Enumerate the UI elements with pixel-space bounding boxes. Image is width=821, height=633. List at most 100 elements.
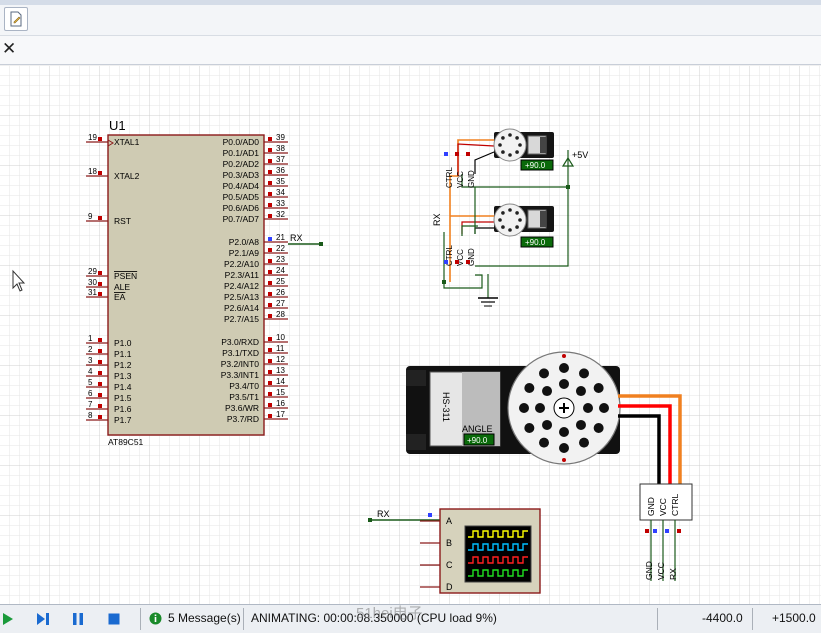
pin-number: 23 (276, 255, 285, 264)
pin-name: P3.5/T1 (229, 392, 259, 402)
pin-number: 14 (276, 377, 285, 386)
pin-number: 18 (88, 167, 97, 176)
horn-hole (501, 136, 505, 140)
pin-marker (268, 237, 272, 241)
stop-icon[interactable] (108, 613, 120, 625)
header-pin-label: VCC (658, 498, 668, 516)
waveform-trace (468, 556, 528, 564)
pin-marker (455, 260, 459, 264)
horn-hole (575, 386, 586, 397)
horn-hole (515, 211, 519, 215)
pin-marker (268, 403, 272, 407)
pin-marker (444, 260, 448, 264)
pin-number: 17 (276, 410, 285, 419)
servo-pin-label: GND (467, 248, 476, 266)
pin-marker (98, 371, 102, 375)
pin-marker (268, 203, 272, 207)
horn-hole (518, 218, 522, 222)
pin-name: P0.7/AD7 (223, 214, 260, 224)
pin-marker (268, 214, 272, 218)
pin-marker (268, 137, 272, 141)
horn-hole (583, 403, 593, 413)
horn-hole (542, 419, 553, 430)
tab-strip: ✕ (0, 36, 821, 65)
servo-motor-1[interactable]: +90.0 (493, 128, 554, 171)
pin-name: EA (114, 292, 126, 302)
horn-hole (559, 443, 569, 453)
message-count[interactable]: 5 Message(s) (168, 611, 241, 625)
servo-2-angle-box (520, 236, 554, 248)
pin-number: 35 (276, 177, 285, 186)
horn-hole (498, 218, 502, 222)
horn-hole (559, 363, 569, 373)
servo-rx-label: RX (432, 213, 442, 226)
close-icon[interactable]: ✕ (2, 39, 17, 59)
pin-name: P0.1/AD1 (223, 148, 260, 158)
pin-number: 21 (276, 233, 285, 242)
play-icon[interactable] (2, 612, 14, 626)
pause-icon[interactable] (72, 612, 84, 626)
edit-document-icon[interactable] (4, 7, 28, 31)
pin-name: P3.7/RD (227, 414, 259, 424)
net-label: RX (668, 568, 678, 580)
pin-marker (268, 370, 272, 374)
servo-2-angle: +90.0 (525, 238, 546, 247)
pin-marker (98, 349, 102, 353)
pin-marker (98, 282, 102, 286)
mouse-cursor-icon (12, 269, 26, 292)
pin-marker (268, 337, 272, 341)
pin-number: 2 (88, 345, 93, 354)
pin-marker (98, 292, 102, 296)
angle-value: +90.0 (467, 436, 488, 445)
watermark: 51hei电子 (356, 605, 423, 622)
horn-hole (575, 419, 586, 430)
component-part: AT89C51 (108, 437, 144, 447)
pin-marker (268, 159, 272, 163)
pin-name: RST (114, 216, 131, 226)
pin-marker (98, 216, 102, 220)
pin-number: 9 (88, 212, 93, 221)
pin-marker (98, 171, 102, 175)
pin-name: P1.0 (114, 338, 132, 348)
pin-marker (268, 392, 272, 396)
pin-name: P3.6/WR (225, 403, 259, 413)
pin-number: 25 (276, 277, 285, 286)
pin-marker (268, 292, 272, 296)
pin-marker (268, 381, 272, 385)
pin-number: 16 (276, 399, 285, 408)
toolbar (0, 5, 821, 36)
simulation-status: ANIMATING: 00:00:08.350000 (CPU load 9%) (251, 611, 497, 625)
pin-marker (444, 152, 448, 156)
pin-name: P0.0/AD0 (223, 137, 260, 147)
servo-model: HS-311 (441, 392, 451, 422)
net-label: VCC (656, 562, 666, 580)
hs311-servo[interactable]: HS-311 ANGLE +90.0 (406, 351, 621, 465)
pin-name: P2.3/A11 (225, 270, 260, 280)
pin-number: 38 (276, 144, 285, 153)
pin-marker (268, 170, 272, 174)
pin-marker (268, 281, 272, 285)
pin-marker (268, 181, 272, 185)
osc-rx-label: RX (377, 509, 390, 519)
pin-name: P1.1 (114, 349, 132, 359)
pin-marker (455, 152, 459, 156)
horn-hole (519, 403, 529, 413)
angle-value-box (463, 433, 495, 446)
status-bar: 5 Message(s) ANIMATING: 00:00:08.350000 … (0, 604, 821, 633)
horn-hole (515, 136, 519, 140)
servo-1-angle: +90.0 (525, 161, 546, 170)
pin-name: P0.2/AD2 (223, 159, 260, 169)
pin-name: P3.1/TXD (222, 348, 259, 358)
horn-hole (579, 437, 589, 448)
component-ref: U1 (109, 118, 126, 133)
horn-hole (501, 211, 505, 215)
servo-motor-2[interactable]: +90.0 (493, 203, 554, 248)
pin-number: 22 (276, 244, 285, 253)
servo-pin-label: GND (467, 170, 476, 188)
step-icon[interactable] (36, 612, 50, 626)
